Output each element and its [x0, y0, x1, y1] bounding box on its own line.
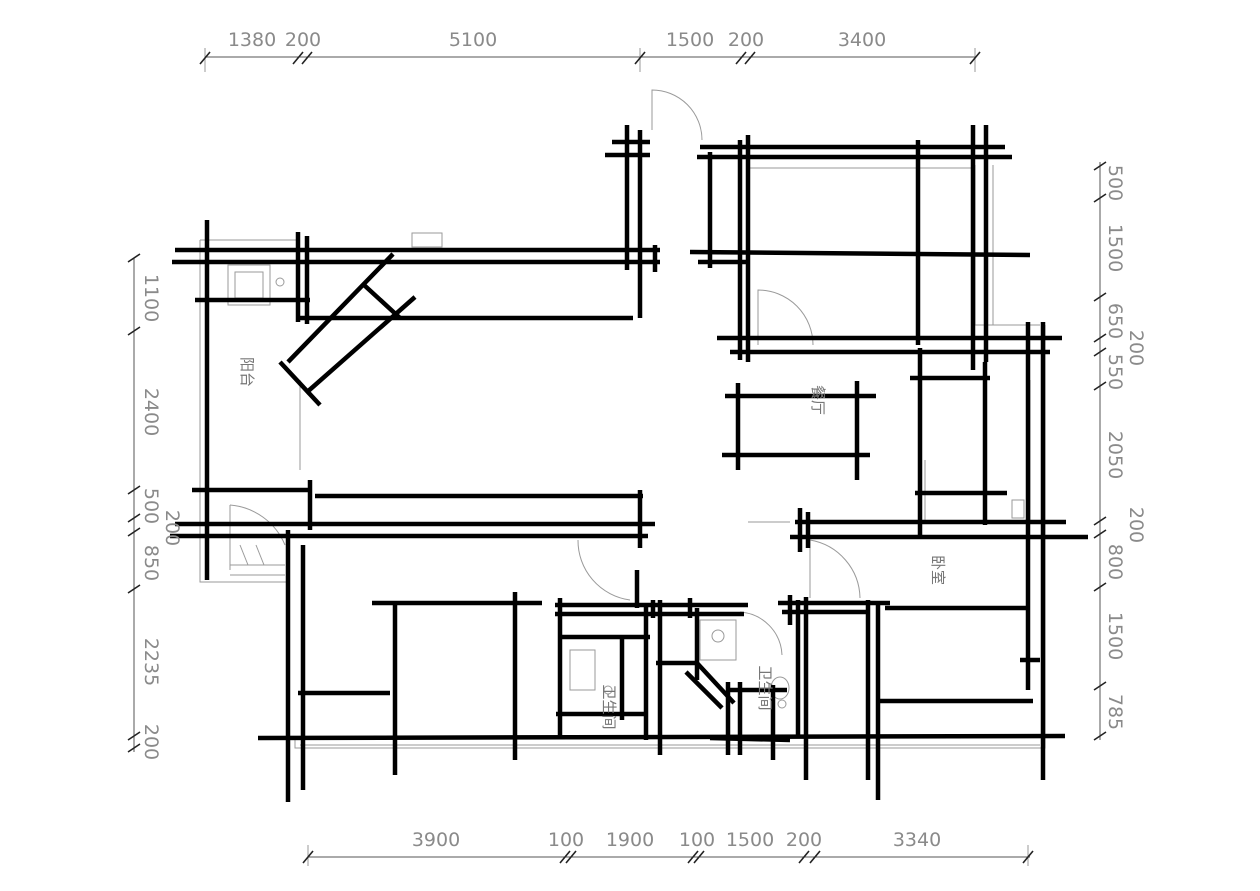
dim-right-5: 550	[1104, 354, 1126, 390]
dim-right-9: 1500	[1104, 612, 1126, 660]
dim-right-1: 500	[1104, 165, 1126, 201]
dim-right-7: 200	[1125, 507, 1147, 543]
thin-outline-layer	[127, 48, 1107, 866]
dim-left-7: 200	[140, 724, 162, 760]
bottom-dimension-labels: 3900 100 1900 100 1500 200 3340	[412, 829, 941, 851]
dim-top-3: 5100	[449, 29, 497, 51]
dim-top-5: 200	[728, 29, 764, 51]
room-label-bath1: 卫生间	[600, 684, 618, 729]
room-label-bath2: 卫生间	[756, 665, 774, 710]
dim-left-2: 2400	[140, 388, 162, 436]
dim-bottom-7: 3340	[893, 829, 941, 851]
dim-right-2: 1500	[1104, 224, 1126, 272]
heavy-wall-layer	[170, 125, 1088, 802]
top-dimension-labels: 1380 200 5100 1500 200 3400	[228, 29, 886, 51]
room-labels: 阳台 餐厅 卧室 卫生间 卫生间	[238, 357, 947, 730]
dim-top-2: 200	[285, 29, 321, 51]
dim-bottom-3: 1900	[606, 829, 654, 851]
dim-right-3: 650	[1104, 303, 1126, 339]
room-label-dining: 餐厅	[809, 385, 827, 415]
room-label-balcony: 阳台	[238, 357, 256, 387]
dim-right-4: 200	[1125, 330, 1147, 366]
dim-top-6: 3400	[838, 29, 886, 51]
dim-left-4: 200	[161, 510, 183, 546]
dim-bottom-4: 100	[679, 829, 715, 851]
left-dimension-labels: 1100 2400 500 200 850 2235 200	[140, 274, 183, 760]
dim-right-6: 2050	[1104, 431, 1126, 479]
dim-bottom-2: 100	[548, 829, 584, 851]
dim-right-10: 785	[1104, 694, 1126, 730]
room-label-bedroom: 卧室	[929, 555, 947, 585]
dim-top-1: 1380	[228, 29, 276, 51]
dim-left-6: 2235	[140, 638, 162, 686]
dim-top-4: 1500	[666, 29, 714, 51]
dim-bottom-6: 200	[786, 829, 822, 851]
dim-bottom-1: 3900	[412, 829, 460, 851]
dim-bottom-5: 1500	[726, 829, 774, 851]
dim-left-1: 1100	[140, 274, 162, 322]
right-dimension-labels: 500 1500 650 200 550 2050 200 800 1500 7…	[1104, 165, 1147, 730]
dim-left-3: 500	[140, 488, 162, 524]
dim-right-8: 800	[1104, 544, 1126, 580]
dim-left-5: 850	[140, 545, 162, 581]
